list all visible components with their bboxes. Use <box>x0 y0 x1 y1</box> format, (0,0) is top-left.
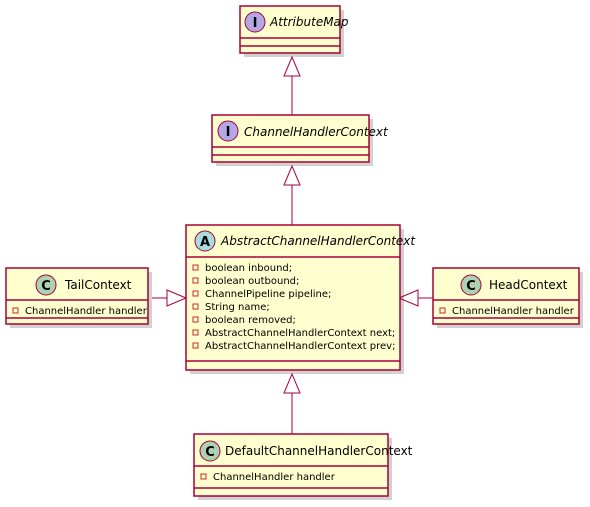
badge-letter: C <box>205 445 215 460</box>
generalization-arrowhead <box>283 164 301 186</box>
class-name: AttributeMap <box>269 15 349 29</box>
edge-default-to-abstract <box>283 372 301 434</box>
member-list: boolean inbound; boolean outbound; Chann… <box>192 263 395 352</box>
edge-tailcontext-to-abstract <box>152 289 188 307</box>
class-badge-icon <box>35 274 57 296</box>
class-defaultchannelhandlercontext: C DefaultChannelHandlerContext ChannelHa… <box>193 433 413 500</box>
class-tailcontext: C TailContext ChannelHandler handler <box>5 267 152 328</box>
private-visibility-icon <box>192 277 199 284</box>
generalization-arrowhead <box>166 289 188 307</box>
interface-attributemap: I AttributeMap <box>239 5 349 57</box>
generalization-arrowhead <box>283 55 301 77</box>
member-field: ChannelPipeline pipeline; <box>205 289 331 300</box>
private-visibility-icon <box>192 264 199 271</box>
private-visibility-icon <box>192 290 199 297</box>
edge-abstract-to-channelhandlercontext <box>283 164 301 225</box>
badge-letter: I <box>253 16 258 31</box>
badge-letter: A <box>200 235 210 250</box>
class-name: HeadContext <box>489 278 568 292</box>
edge-headcontext-to-abstract <box>397 289 433 307</box>
member-field: boolean inbound; <box>205 263 292 274</box>
abstract-class-abstractchannelhandlercontext: A AbstractChannelHandlerContext boolean … <box>185 224 416 374</box>
interface-badge-icon <box>244 11 266 33</box>
class-headcontext: C HeadContext ChannelHandler handler <box>432 267 583 328</box>
edge-channelhandlercontext-to-attributemap <box>283 55 301 116</box>
generalization-arrowhead <box>397 289 419 307</box>
class-name: AbstractChannelHandlerContext <box>220 234 416 248</box>
private-visibility-icon <box>439 307 446 314</box>
private-visibility-icon <box>12 307 19 314</box>
member-field: boolean removed; <box>205 315 296 326</box>
badge-letter: C <box>466 279 476 294</box>
class-name: TailContext <box>64 278 132 292</box>
private-visibility-icon <box>192 342 199 349</box>
member-field: AbstractChannelHandlerContext next; <box>205 328 395 339</box>
class-badge-icon <box>199 440 221 462</box>
generalization-arrowhead <box>283 372 301 394</box>
member-field: String name; <box>205 302 270 313</box>
private-visibility-icon <box>200 473 207 480</box>
private-visibility-icon <box>192 303 199 310</box>
class-badge-icon <box>460 274 482 296</box>
class-name: ChannelHandlerContext <box>244 125 389 139</box>
private-visibility-icon <box>192 329 199 336</box>
interface-badge-icon <box>217 120 239 142</box>
class-name: DefaultChannelHandlerContext <box>225 444 413 458</box>
member-field: ChannelHandler handler <box>213 472 336 483</box>
member-field: ChannelHandler handler <box>25 306 148 317</box>
member-field: AbstractChannelHandlerContext prev; <box>205 341 395 352</box>
badge-letter: I <box>226 125 231 140</box>
abstract-badge-icon <box>194 230 216 252</box>
member-field: ChannelHandler handler <box>452 306 575 317</box>
interface-channelhandlercontext: I ChannelHandlerContext <box>211 114 389 166</box>
badge-letter: C <box>41 279 51 294</box>
member-field: boolean outbound; <box>205 276 299 287</box>
private-visibility-icon <box>192 316 199 323</box>
